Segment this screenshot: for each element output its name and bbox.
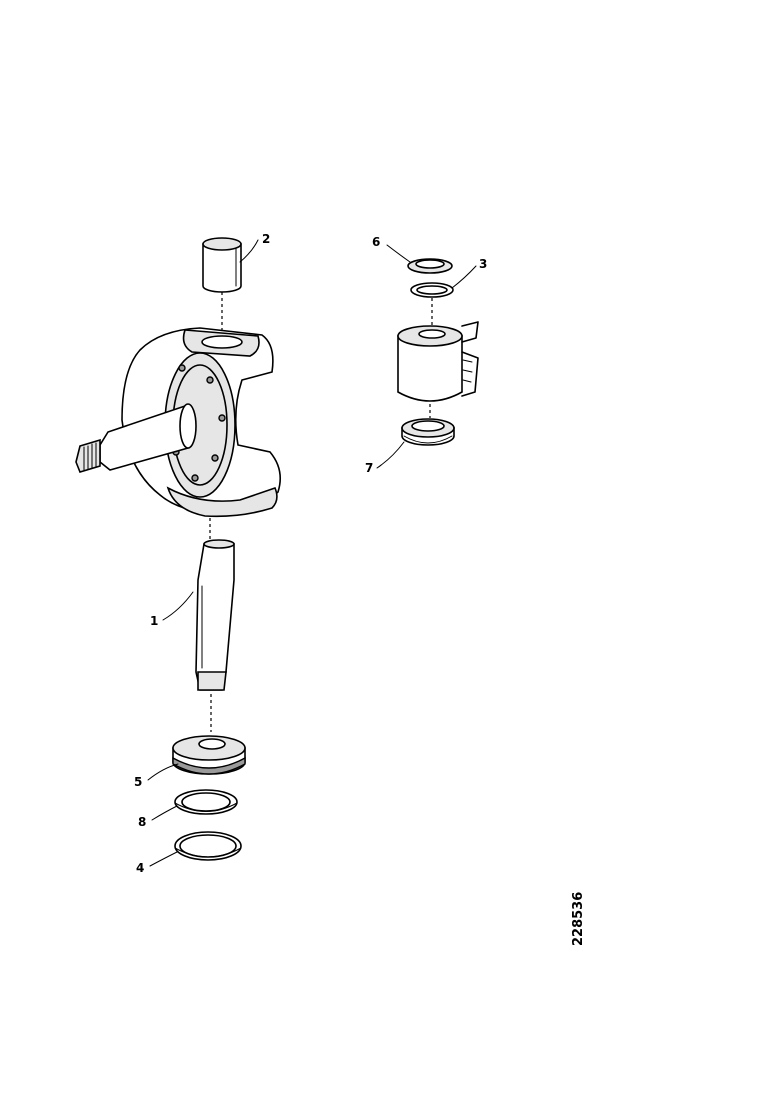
leader-line-7 bbox=[376, 441, 405, 469]
label-7: 7 bbox=[365, 461, 373, 475]
leader-line-6 bbox=[386, 244, 411, 263]
steering-knuckle bbox=[75, 327, 281, 518]
retaining-ring bbox=[174, 831, 242, 861]
figure-reference-number: 228536 bbox=[571, 892, 586, 946]
king-pin bbox=[195, 539, 235, 691]
bushing-housing bbox=[397, 321, 479, 402]
thrust-bearing bbox=[172, 735, 246, 775]
label-3: 3 bbox=[479, 257, 487, 271]
upper-seal bbox=[407, 258, 453, 274]
leader-line-4 bbox=[149, 851, 178, 867]
leader-line-5 bbox=[147, 763, 179, 781]
leader-line-2 bbox=[239, 239, 259, 263]
upper-bushing bbox=[202, 237, 242, 293]
leader-line-3 bbox=[451, 265, 477, 289]
label-2: 2 bbox=[262, 232, 270, 246]
label-6: 6 bbox=[372, 235, 380, 249]
upper-ring bbox=[410, 282, 454, 298]
label-1: 1 bbox=[150, 614, 158, 628]
label-5: 5 bbox=[134, 775, 142, 789]
leader-line-8 bbox=[151, 805, 178, 821]
label-8: 8 bbox=[138, 815, 146, 829]
leader-line-1 bbox=[162, 591, 194, 621]
washer bbox=[174, 789, 238, 815]
lower-seal bbox=[401, 418, 455, 446]
label-4: 4 bbox=[136, 861, 144, 875]
